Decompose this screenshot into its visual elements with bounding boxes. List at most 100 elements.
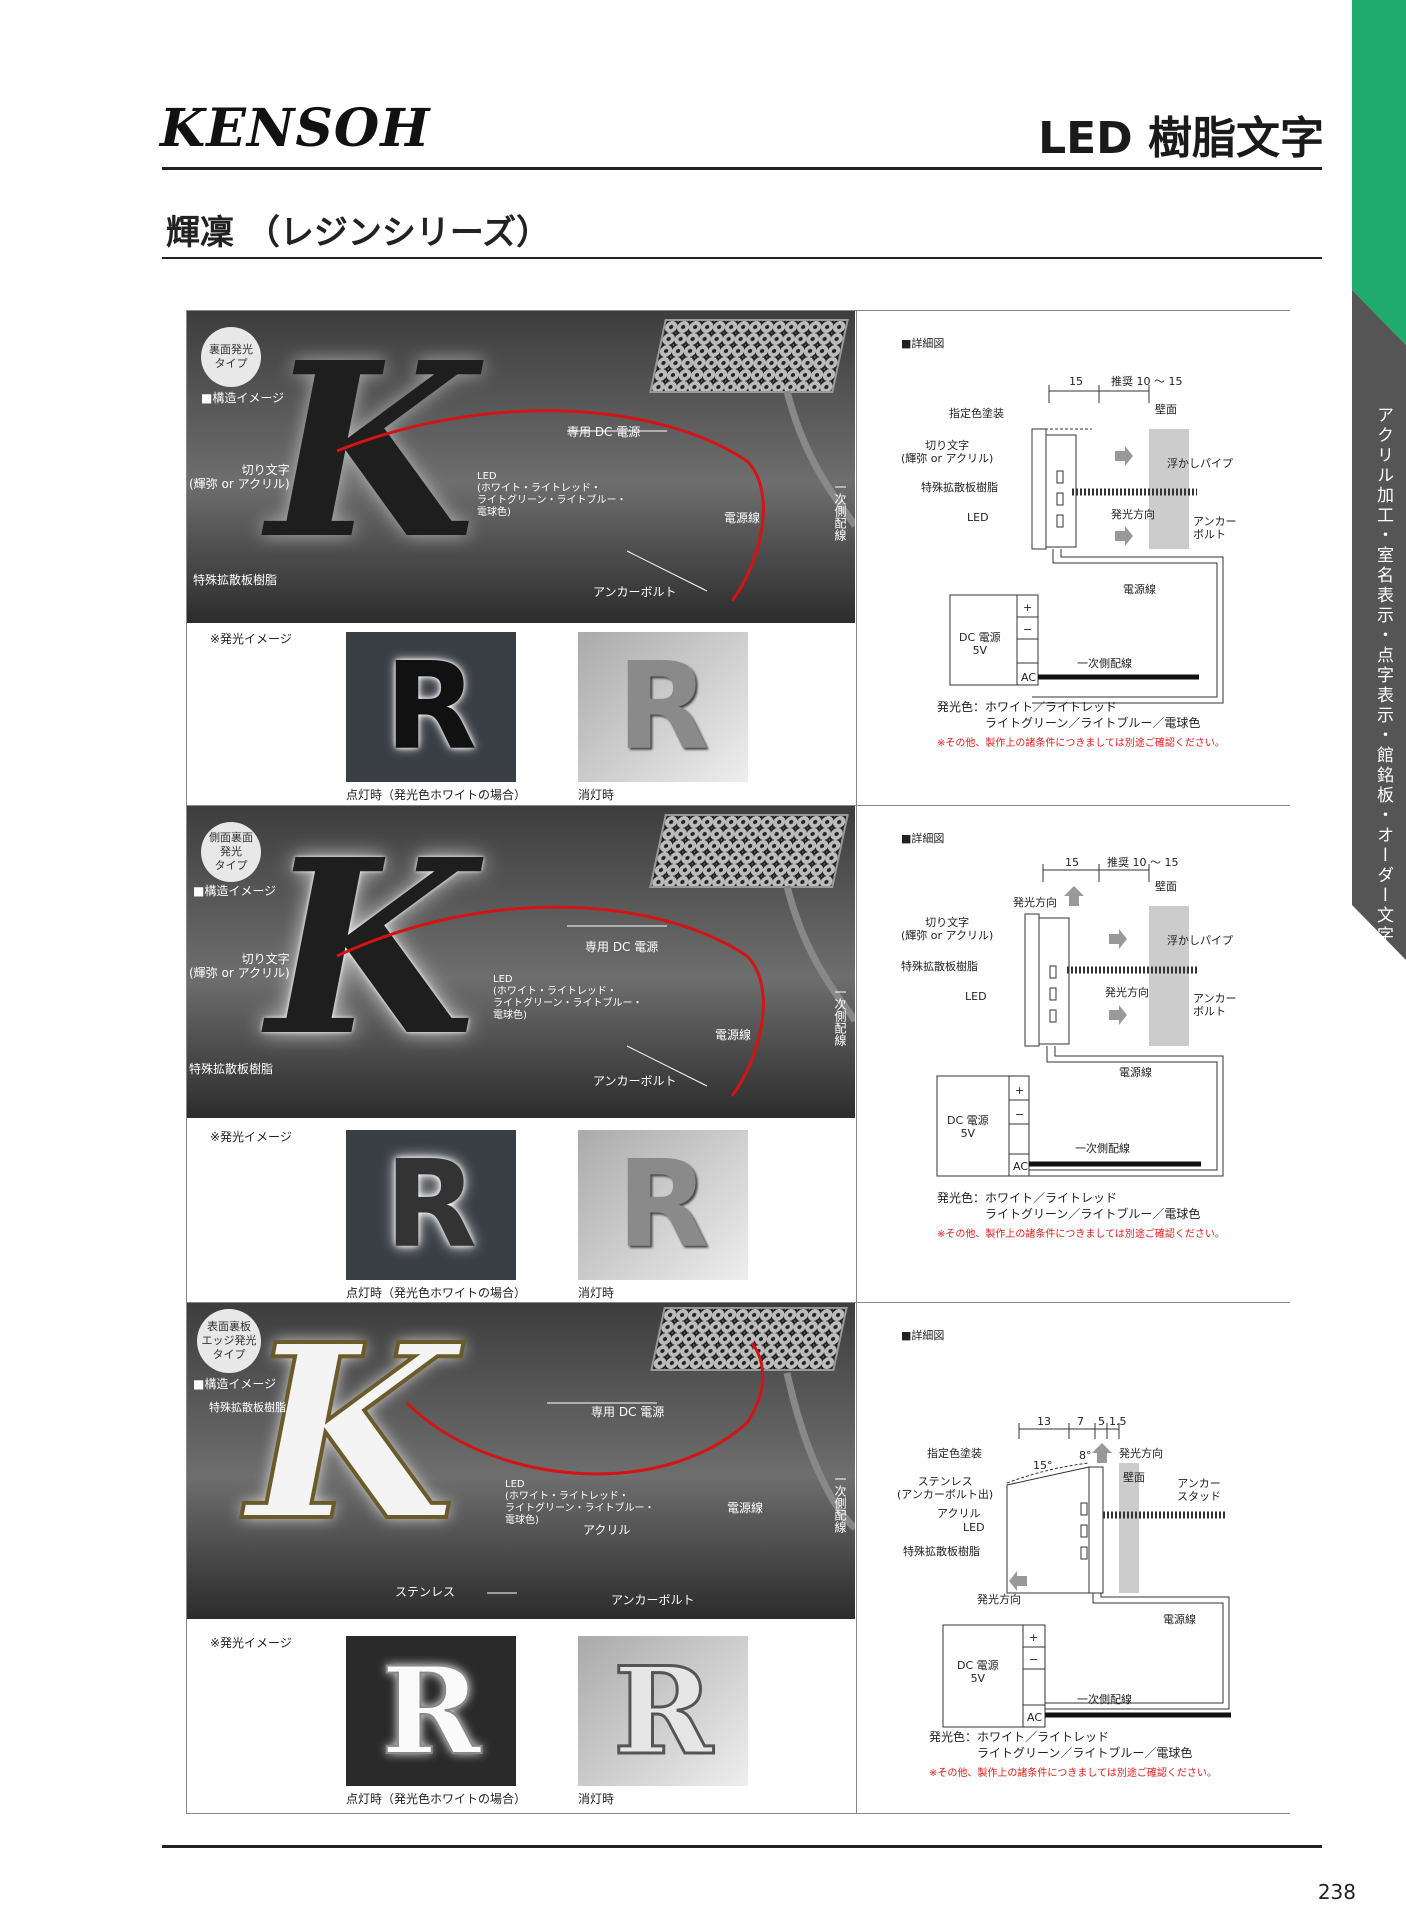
k-letter-graphic: K — [267, 311, 476, 592]
direction-up-label: 発光方向 — [1013, 896, 1057, 909]
diffuser-label: 特殊拡散板樹脂 — [901, 960, 978, 973]
cut-letter-label: 切り文字 (輝弥 or アクリル) — [901, 439, 994, 465]
paint-label: 指定色塗装 — [949, 407, 1004, 420]
angle-label: 8° — [1079, 1449, 1092, 1462]
led-label: LED — [967, 511, 989, 524]
emission-colors: 発光色：ホワイト／ライトレッド ライトグリーン／ライトブルー／電球色 — [937, 700, 1201, 730]
structure-image-back-lit: K 裏面発光 タイプ ■構造イメージ 専用 DC 電源 切り文字 (輝弥 or … — [187, 311, 855, 623]
dc-psu-label: DC 電源 5V — [957, 1659, 999, 1685]
lit-sample: R — [346, 1130, 516, 1280]
dc-psu-label: DC 電源 5V — [947, 1114, 989, 1140]
lit-caption: 点灯時（発光色ホワイトの場合） — [346, 1286, 527, 1300]
dimension-label: 1.5 — [1109, 1415, 1127, 1428]
note-text: ※その他、製作上の諸条件につきましては別途ご確認ください。 — [929, 1768, 1217, 1779]
anchor-label: アンカー スタッド — [1177, 1477, 1221, 1503]
stainless-label: ステンレス (アンカーボルト出) — [897, 1475, 994, 1501]
wall-label: 壁面 — [1155, 880, 1177, 893]
paint-label: 指定色塗装 — [927, 1447, 982, 1460]
unlit-sample: R — [578, 632, 748, 782]
detail-title: ■詳細図 — [901, 832, 945, 845]
led-label: LED — [965, 990, 987, 1003]
float-pipe-label: 浮かしパイプ — [1167, 457, 1233, 470]
anchor-label: アンカーボルト — [593, 1074, 677, 1088]
led-label: LED — [963, 1521, 985, 1534]
dimension-label: 13 — [1037, 1415, 1051, 1428]
dimension-label: 推奨 10 ～ 15 — [1111, 375, 1183, 388]
psu-label: 専用 DC 電源 — [567, 425, 641, 439]
wire-label: 電源線 — [1163, 1613, 1196, 1626]
minus-terminal: − — [1029, 1653, 1039, 1666]
diffuser-label: 特殊拡散板樹脂 — [193, 573, 278, 587]
note-text: ※その他、製作上の諸条件につきましては別途ご確認ください。 — [937, 1229, 1225, 1240]
acrylic-label: アクリル — [937, 1507, 981, 1520]
float-pipe-label: 浮かしパイプ — [1167, 934, 1233, 947]
primary-wiring-label: 一次側配線 — [1077, 1693, 1132, 1706]
ac-terminal: AC — [1027, 1711, 1043, 1724]
anchor-label: アンカーボルト — [611, 1593, 695, 1607]
wire-label: 電源線 — [724, 511, 761, 525]
primary-wiring-label: 一次側配線 — [833, 1473, 847, 1533]
footer-rule — [162, 1845, 1322, 1848]
wire-label: 電源線 — [1119, 1066, 1152, 1079]
ac-terminal: AC — [1021, 671, 1037, 684]
dc-psu-label: DC 電源 5V — [959, 631, 1001, 657]
detail-title: ■詳細図 — [901, 337, 945, 350]
page-number: 238 — [1317, 1880, 1356, 1904]
plus-terminal: + — [1029, 1631, 1039, 1644]
page-title: LED 樹脂文字 — [1038, 113, 1324, 164]
direction-label: 発光方向 — [1111, 508, 1155, 521]
unlit-caption: 消灯時 — [578, 1792, 615, 1806]
diffuser-label: 特殊拡散板樹脂 — [921, 481, 998, 494]
header-rule — [162, 167, 1322, 170]
led-label: LED (ホワイト・ライトレッド・ ライトグリーン・ライトブルー・ 電球色) — [493, 974, 643, 1021]
dimension-label: 5 — [1098, 1415, 1105, 1428]
direction-left-label: 発光方向 — [977, 1593, 1021, 1606]
anchor-label: アンカーボルト — [593, 585, 677, 599]
side-tab — [1352, 0, 1406, 960]
emission-colors: 発光色：ホワイト／ライトレッド ライトグリーン／ライトブルー／電球色 — [937, 1191, 1201, 1221]
side-tab-text: アクリル加工・室名表示・点字表示・館銘板・オーダー文字 — [1373, 406, 1393, 946]
wire-graphic — [336, 885, 855, 1097]
detail-diagram-3: ■詳細図 13 7 5 1.5 指定色塗装 15° 8° 発光方向 壁面 ステン… — [856, 1303, 1290, 1813]
wire-label: 電源線 — [1123, 583, 1156, 596]
wire-graphic — [405, 1342, 855, 1594]
cut-letter-label: 切り文字 (輝弥 or アクリル) — [901, 916, 994, 942]
primary-wiring-label: 一次側配線 — [1077, 657, 1132, 670]
glow-image-label: ※発光イメージ — [210, 1130, 292, 1144]
section-separator — [186, 805, 1290, 806]
dimension-label: 7 — [1077, 1415, 1084, 1428]
wire-label: 電源線 — [715, 1028, 752, 1042]
cut-letter-label: 切り文字 (輝弥 or アクリル) — [189, 463, 290, 491]
structure-image-edge-lit: K 表面裏板 エッジ発光 タイプ ■構造イメージ 特殊拡散板樹脂 専用 DC 電… — [187, 1303, 855, 1619]
plus-terminal: + — [1023, 601, 1033, 614]
unlit-sample: R — [578, 1130, 748, 1280]
structure-image-side-back-lit: K 側面裏面 発光 タイプ ■構造イメージ 専用 DC 電源 切り文字 (輝弥 … — [187, 806, 855, 1118]
primary-wiring-label: 一次側配線 — [1075, 1142, 1130, 1155]
direction-label: 発光方向 — [1105, 986, 1149, 999]
dimension-label: 15 — [1065, 856, 1079, 869]
psu-label: 専用 DC 電源 — [585, 940, 659, 954]
dimension-label: 15 — [1069, 375, 1083, 388]
subtitle-rule — [162, 257, 1322, 259]
glow-image-label: ※発光イメージ — [210, 1636, 292, 1650]
cut-letter-label: 切り文字 (輝弥 or アクリル) — [189, 952, 290, 980]
structure-label: ■構造イメージ — [193, 1377, 277, 1391]
type-badge: 表面裏板 エッジ発光 タイプ — [197, 1309, 261, 1373]
lit-caption: 点灯時（発光色ホワイトの場合） — [346, 788, 527, 802]
detail-drawing — [942, 1423, 1231, 1728]
wall-label: 壁面 — [1123, 1471, 1145, 1484]
lit-sample: R — [346, 1636, 516, 1786]
primary-wiring-label: 一次側配線 — [833, 986, 847, 1046]
lit-caption: 点灯時（発光色ホワイトの場合） — [346, 1792, 527, 1806]
wire-label: 電源線 — [727, 1501, 764, 1515]
wire-graphic — [336, 390, 855, 602]
unlit-caption: 消灯時 — [578, 1286, 615, 1300]
type-badge: 裏面発光 タイプ — [201, 327, 261, 387]
psu-label: 専用 DC 電源 — [591, 1405, 665, 1419]
unlit-sample: R — [578, 1636, 748, 1786]
plus-terminal: + — [1015, 1084, 1025, 1097]
led-label: LED (ホワイト・ライトレッド・ ライトグリーン・ライトブルー・ 電球色) — [477, 471, 627, 518]
wall-label: 壁面 — [1155, 403, 1177, 416]
anchor-label: アンカー ボルト — [1193, 515, 1237, 541]
glow-image-label: ※発光イメージ — [210, 632, 292, 646]
